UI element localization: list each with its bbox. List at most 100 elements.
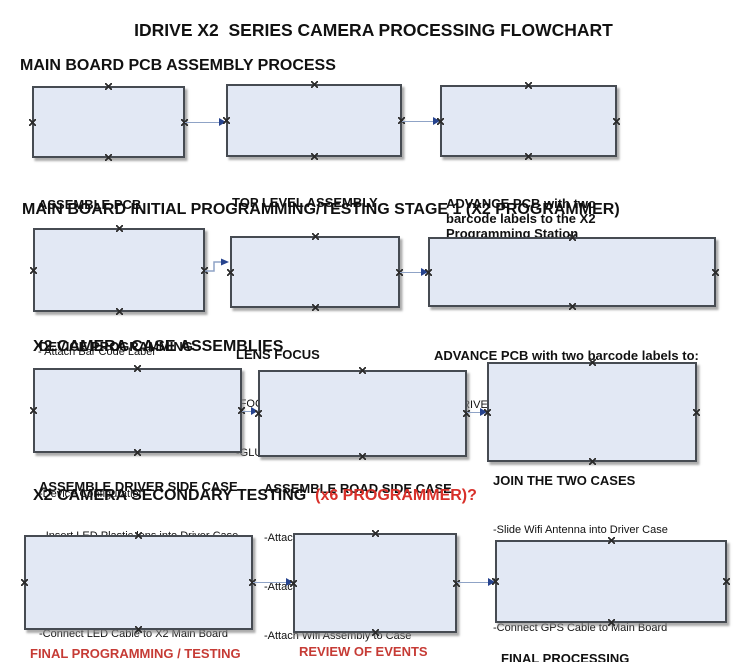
glue-point-icon	[249, 579, 256, 586]
arrow-head-icon	[221, 258, 229, 266]
arrow-head-icon	[488, 578, 495, 586]
arrow-head-icon	[421, 268, 428, 276]
glue-point-icon	[135, 532, 142, 539]
box-item: -Slide Wifi Antenna into Driver Case	[493, 524, 668, 536]
connector-line	[467, 411, 481, 413]
glue-point-icon	[398, 117, 405, 124]
flow-box-top-level-assembly[interactable]: TOP LEVEL ASSEMBLY -LENS HOLDERS -LENSES	[223, 81, 405, 307]
glue-point-icon	[484, 408, 491, 416]
flow-box-assemble-road-side-case[interactable]: ASSEMBLE ROAD SIDE CASE -Attach Support …	[255, 367, 470, 642]
glue-point-icon	[723, 578, 730, 585]
connector-lens-focus-to-advance-pcb[interactable]	[400, 268, 428, 277]
box-item: -Attach Wifi Assembly to Case	[264, 630, 412, 642]
connector-line	[185, 121, 220, 123]
flow-box-assemble-driver-side-case[interactable]: ASSEMBLE DRIVER SIDE CASE - Insert LED P…	[30, 365, 245, 640]
glue-point-icon	[134, 365, 141, 372]
box-item: -Connect LED Cable to X2 Main Board	[39, 628, 228, 640]
box-item: -Device Configuration	[39, 488, 145, 500]
glue-point-icon	[588, 458, 596, 465]
flow-box-advance-pcb-programming-station[interactable]: ADVANCE PCB with two barcode labels to t…	[437, 82, 620, 241]
glue-point-icon	[135, 626, 142, 633]
glue-point-icon	[255, 410, 262, 417]
glue-point-icon	[371, 530, 379, 537]
arrow-head-icon	[433, 117, 440, 125]
flow-box-lens-focus[interactable]: LENS FOCUS -FOCUS BOTH LENSES -GLUE LENS…	[227, 233, 403, 459]
box-title: REVIEW OF EVENTS	[299, 644, 428, 659]
glue-point-icon	[463, 410, 470, 417]
box-title: FINAL PROGRAMMING / TESTING	[30, 646, 241, 661]
connector-line	[242, 410, 252, 412]
box-title: TOP LEVEL ASSEMBLY	[232, 195, 378, 210]
glue-point-icon	[613, 117, 620, 125]
section-heading-text: X2 CAMERA CASE ASSEMBLIES	[33, 338, 284, 355]
box-title: ASSEMBLE ROAD SIDE CASE	[264, 481, 452, 496]
flow-box-assemble-pcb[interactable]: ASSEMBLE PCB -SMT processes - HAND Solde…	[29, 83, 188, 358]
glue-point-icon	[425, 268, 432, 276]
flow-box-join-the-two-cases[interactable]: JOIN THE TWO CASES -Slide Wifi Antenna i…	[484, 359, 700, 634]
connector-line	[253, 581, 287, 583]
glue-point-icon	[525, 153, 532, 160]
flow-box-device-programming[interactable]: DEVICE PROGRAMMING -Scan Barcode -Boot L…	[30, 225, 208, 598]
connector-final-programming-to-review[interactable]	[253, 578, 293, 587]
arrow-head-icon	[480, 408, 487, 416]
connector-line	[457, 581, 489, 583]
section-heading-pcb-assembly: MAIN BOARD PCB ASSEMBLY PROCESS	[20, 57, 336, 75]
connector-driver-case-to-road-case[interactable]	[242, 407, 258, 416]
glue-point-icon	[359, 453, 366, 460]
glue-point-icon	[29, 118, 36, 126]
box-title: DEVICE PROGRAMMING	[39, 339, 193, 354]
glue-point-icon	[437, 117, 444, 125]
connector-device-programming-to-lens-focus[interactable]	[205, 258, 231, 274]
box-title: ASSEMBLE DRIVER SIDE CASE	[39, 479, 238, 494]
section-heading-text: MAIN BOARD INITIAL PROGRAMMING/TESTING S…	[22, 201, 620, 218]
section-heading-initial-programming: MAIN BOARD INITIAL PROGRAMMING/TESTING S…	[22, 201, 620, 219]
glue-point-icon	[30, 266, 37, 274]
glue-point-icon	[568, 234, 576, 241]
glue-point-icon	[227, 268, 234, 276]
flow-box-final-programming-testing[interactable]: FINAL PROGRAMMING / TESTING -need -to -k…	[21, 532, 256, 661]
glue-point-icon	[134, 449, 141, 456]
glue-point-icon	[525, 82, 532, 89]
glue-point-icon	[310, 153, 318, 160]
box-title: ASSEMBLE PCB	[38, 197, 142, 212]
connector-top-level-to-advance-pcb[interactable]	[402, 117, 440, 126]
box-title: ADVANCE PCB with two barcode labels to:	[434, 348, 699, 363]
glue-point-icon	[588, 359, 596, 366]
glue-point-icon	[311, 233, 319, 240]
connector-assemble-pcb-to-top-level[interactable]	[185, 118, 226, 127]
connector-review-to-final-processing[interactable]	[457, 578, 495, 587]
box-item: -Connect GPS Cable to Main Board	[493, 622, 668, 634]
glue-point-icon	[238, 407, 245, 414]
glue-point-icon	[290, 579, 297, 587]
glue-point-icon	[310, 81, 318, 88]
glue-point-icon	[712, 268, 719, 276]
flowchart-title: IDRIVE X2 SERIES CAMERA PROCESSING FLOWC…	[134, 20, 613, 40]
box-title: LENS FOCUS	[236, 347, 320, 362]
glue-point-icon	[396, 268, 403, 276]
glue-point-icon	[223, 117, 230, 124]
box-title: FINAL PROCESSING	[501, 651, 630, 662]
glue-point-icon	[607, 619, 615, 626]
section-heading-text: X2 CAMERA SECONDARY TESTING	[33, 487, 307, 504]
section-heading-red-suffix: (x6 PROGRAMMER)?	[306, 487, 477, 504]
flow-box-final-processing[interactable]: FINAL PROCESSING -Check Final Box -Place…	[492, 537, 730, 662]
arrow-head-icon	[286, 578, 293, 586]
box-item: - Attach Bar Code Label	[38, 346, 155, 358]
section-heading-text: MAIN BOARD PCB ASSEMBLY PROCESS	[20, 57, 336, 74]
glue-point-icon	[492, 578, 499, 585]
connector-road-case-to-join-cases[interactable]	[467, 408, 487, 417]
glue-point-icon	[201, 266, 208, 274]
glue-point-icon	[359, 367, 366, 374]
connector-line	[400, 271, 422, 273]
flow-box-review-of-events[interactable]: REVIEW OF EVENTS -Verify Transfer -Verif…	[290, 530, 460, 659]
connector-line	[402, 120, 434, 122]
box-title: JOIN THE TWO CASES	[493, 473, 636, 488]
glue-point-icon	[568, 303, 576, 310]
glue-point-icon	[105, 154, 112, 161]
section-heading-secondary-testing: X2 CAMERA SECONDARY TESTING (x6 PROGRAMM…	[33, 487, 477, 505]
flow-box-advance-pcb-driver-side-station[interactable]: ADVANCE PCB with two barcode labels to: …	[425, 234, 719, 411]
glue-point-icon	[21, 579, 28, 586]
glue-point-icon	[453, 579, 460, 587]
glue-point-icon	[115, 225, 123, 232]
